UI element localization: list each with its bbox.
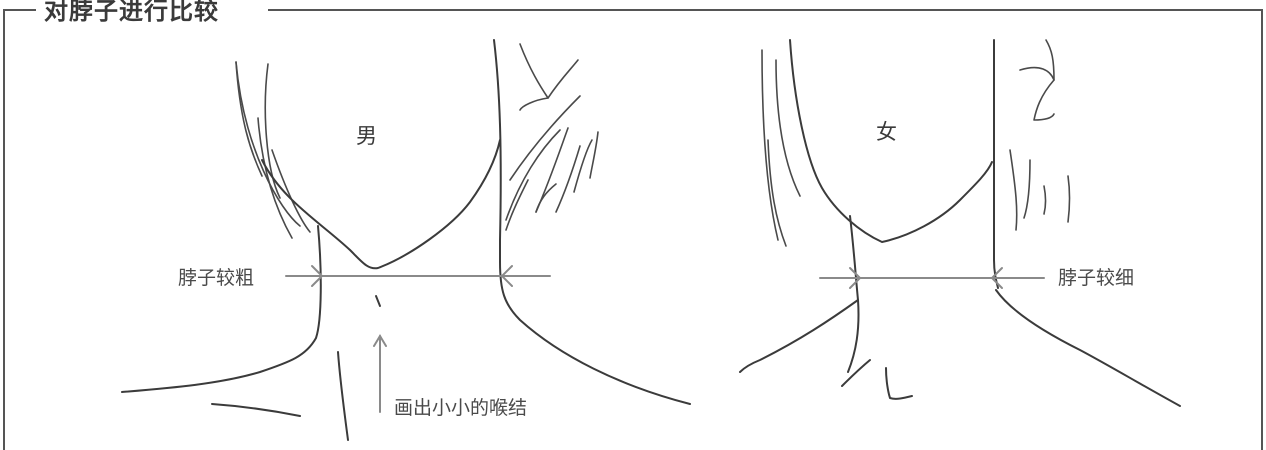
male-neck-note: 脖子较粗: [178, 267, 255, 289]
female-hair-right: [993, 39, 999, 289]
male-figure: [121, 39, 691, 441]
female-neck-note: 脖子较细: [1058, 267, 1135, 289]
male-neck-right: [499, 261, 691, 405]
panel-border: [3, 9, 1263, 450]
adams-apple: [375, 295, 381, 307]
male-gender-label: 男: [356, 124, 377, 148]
female-hair-left: [761, 49, 779, 241]
female-jaw: [789, 39, 993, 243]
male-hair-right: [493, 39, 502, 263]
adams-apple-note: 画出小小的喉结: [394, 397, 528, 419]
page-title: 对脖子进行比较: [36, 0, 227, 28]
male-neck-left: [121, 225, 322, 393]
male-jaw: [261, 139, 501, 270]
female-neck-right: [995, 289, 1181, 407]
female-figure: [739, 39, 1181, 407]
female-neck-left: [847, 215, 860, 373]
female-gender-label: 女: [876, 120, 897, 144]
